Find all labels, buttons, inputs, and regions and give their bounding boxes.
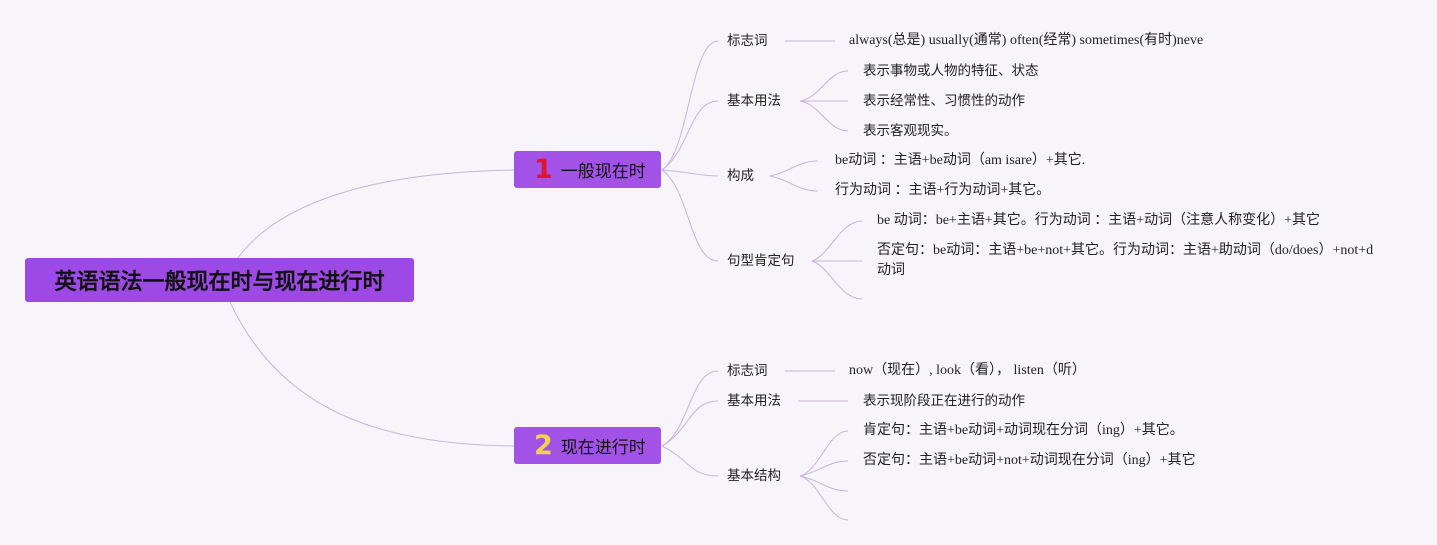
usage-item: 表示现阶段正在进行的动作 [863, 393, 1025, 409]
usage-item: 表示事物或人物的特征、状态 [863, 63, 1039, 79]
category-affirmative[interactable]: 句型肯定句 [727, 253, 795, 269]
signal-words-text: now（现在）, look（看）， listen（听） [849, 363, 1086, 378]
category-form[interactable]: 构成 [727, 168, 754, 184]
root-node[interactable]: 英语语法一般现在时与现在进行时 [25, 258, 414, 302]
form-item: be动词 ：主语+be动词（am isare）+其它. [835, 153, 1086, 168]
branch-title: 一般现在时 [560, 162, 646, 182]
root-title: 英语语法一般现在时与现在进行时 [54, 270, 385, 295]
category-signal-words[interactable]: 标志词 [727, 33, 768, 49]
affirm-item: 否定句：be动词：主语+be+not+其它。行为动词：主语+助动词（do/doe… [877, 243, 1374, 278]
signal-words-text: always(总是) usually(通常) often(经常) sometim… [849, 33, 1204, 48]
usage-item: 表示客观现实。 [863, 123, 958, 139]
category-basic-usage[interactable]: 基本用法 [727, 93, 781, 109]
category-structure[interactable]: 基本结构 [727, 468, 781, 484]
usage-item: 表示经常性、习惯性的动作 [863, 93, 1025, 109]
form-item: 行为动词 ：主语+行为动词+其它。 [835, 183, 1051, 198]
category-signal-words[interactable]: 标志词 [727, 363, 768, 379]
branch-title: 现在进行时 [560, 438, 646, 458]
branch-simple-present[interactable]: 1 一般现在时 [514, 151, 661, 188]
category-basic-usage[interactable]: 基本用法 [727, 393, 781, 409]
number-one-icon: 1 [534, 154, 553, 185]
structure-item: 否定句：主语+be动词+not+动词现在分词（ing）+其它 [863, 453, 1196, 468]
affirm-item: be 动词：be+主语+其它。行为动词 ：主语+动词（注意人称变化）+其它 [877, 213, 1321, 228]
number-two-icon: 2 [534, 430, 553, 461]
branch-present-continuous[interactable]: 2 现在进行时 [514, 427, 661, 464]
structure-item: 肯定句：主语+be动词+动词现在分词（ing）+其它。 [863, 423, 1184, 438]
